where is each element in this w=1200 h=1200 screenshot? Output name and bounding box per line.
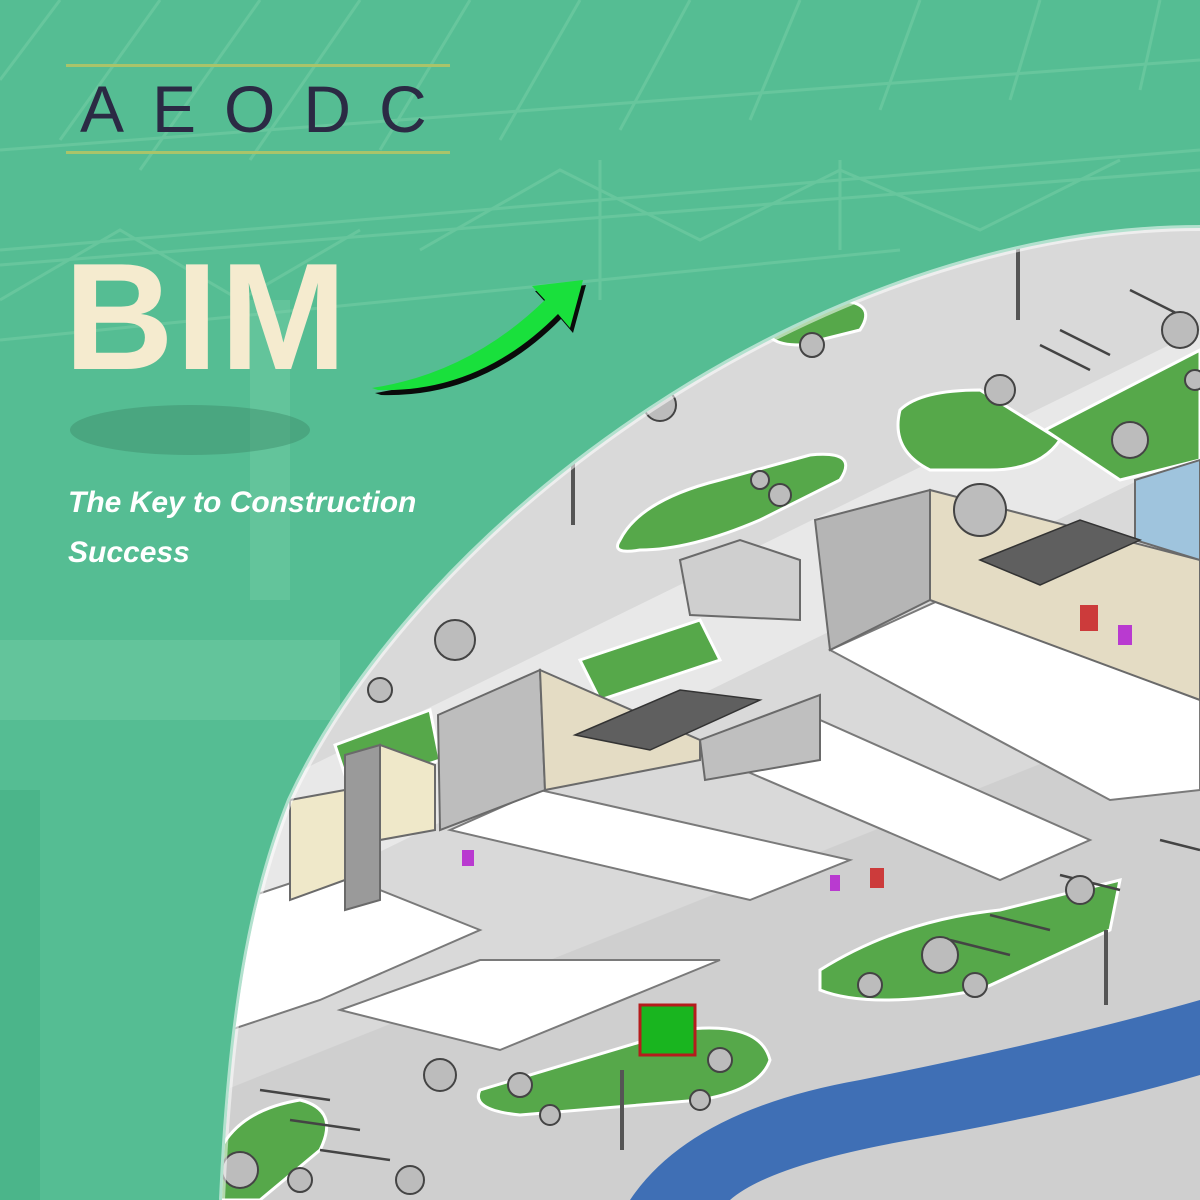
brand-rule-bottom (66, 151, 450, 154)
background-columns (0, 300, 340, 1200)
roof-truss-pattern (0, 0, 1200, 342)
headline-shadow (70, 405, 310, 455)
bim-model-illustration (222, 228, 1200, 1200)
brand-name: AEODC (80, 72, 455, 146)
brand-logo: AEODC (66, 64, 450, 154)
headline: BIM (64, 232, 349, 402)
tagline: The Key to Construction Success (68, 486, 417, 569)
brand-rule-top (66, 64, 450, 67)
